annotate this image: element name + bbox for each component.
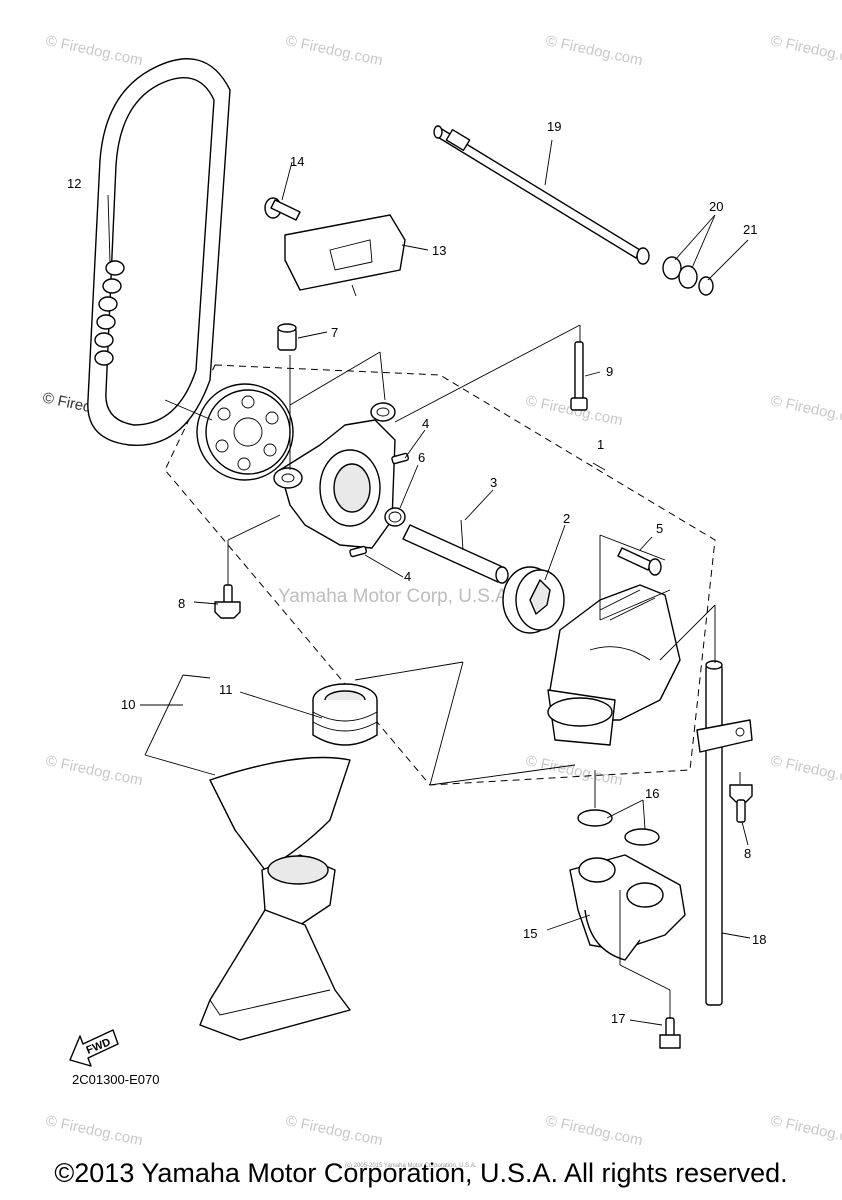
- watermark: © Firedog.com: [44, 752, 144, 789]
- watermark: © Firedog.com: [44, 32, 144, 69]
- callout-21: 21: [743, 222, 757, 237]
- dipstick-tube: [696, 660, 753, 1006]
- pump-cover: [273, 402, 396, 549]
- watermark: © Firedog.com: [769, 392, 842, 429]
- watermark: © Firedog.com: [769, 752, 842, 789]
- o-ring-6: [384, 507, 406, 527]
- callout-8: 8: [178, 596, 185, 611]
- pump-shaft: [402, 519, 509, 584]
- elbow-pipe: [569, 854, 686, 961]
- bolt-17: [659, 1017, 681, 1049]
- diagram-code: 2C01300-E070: [72, 1072, 160, 1087]
- watermark: © Firedog.com: [769, 32, 842, 69]
- callout-7: 7: [331, 325, 338, 340]
- callout-4: 4: [404, 569, 411, 584]
- callout-16: 16: [645, 786, 659, 801]
- seal-11: [312, 683, 378, 746]
- bolt-5: [617, 547, 662, 576]
- inline-watermark: Yamaha Motor Corp, U.S.A.: [278, 586, 513, 607]
- watermark: © Firedog.com: [284, 32, 384, 69]
- callout-11: 11: [219, 682, 233, 697]
- chain-guide: [284, 214, 406, 297]
- pump-housing: [547, 584, 681, 746]
- dowel-collar: [277, 323, 297, 351]
- callout-14: 14: [290, 154, 304, 169]
- callout-3: 3: [490, 475, 497, 490]
- small-print: (c) 2005-2015 Yamaha Motor Corporation, …: [345, 1163, 477, 1169]
- callout-13: 13: [432, 243, 446, 258]
- chain-links: [94, 260, 125, 366]
- callout-12: 12: [67, 176, 81, 191]
- pump-rotor: [502, 566, 565, 634]
- callout-5: 5: [656, 521, 663, 536]
- leader-lines: [107, 139, 751, 1026]
- fwd-arrow-icon: FWD: [69, 1029, 119, 1067]
- bolt-14: [264, 197, 301, 221]
- o-ring-21: [698, 276, 714, 296]
- o-ring-20b: [678, 265, 698, 289]
- bolt-9: [570, 341, 588, 411]
- pin-lower: [349, 545, 368, 558]
- watermark: © Firedog.com: [544, 1112, 644, 1149]
- callout-9: 9: [606, 364, 613, 379]
- watermark: © Firedog.com: [44, 1112, 144, 1149]
- bolt-8-left: [214, 584, 241, 619]
- watermark: © Firedog.com: [284, 1112, 384, 1149]
- o-ring-16b: [624, 828, 660, 846]
- callout-10: 10: [121, 697, 135, 712]
- callout-4: 4: [422, 416, 429, 431]
- oil-pipe: [199, 756, 351, 1041]
- callout-8: 8: [744, 846, 751, 861]
- o-ring-20a: [662, 256, 682, 280]
- callout-17: 17: [611, 1011, 625, 1026]
- callout-15: 15: [523, 926, 537, 941]
- callout-20: 20: [709, 199, 723, 214]
- bolt-8-right: [729, 784, 753, 823]
- callout-6: 6: [418, 450, 425, 465]
- copyright-notice: ©2013 Yamaha Motor Corporation, U.S.A. A…: [54, 1158, 788, 1188]
- watermark: © Firedog.com: [524, 752, 624, 789]
- watermark: © Firedog.com: [769, 1112, 842, 1149]
- watermark: © Firedog.com: [544, 32, 644, 69]
- callout-1: 1: [597, 437, 604, 452]
- o-ring-6-inner: [388, 511, 402, 523]
- pin-upper: [391, 452, 410, 465]
- o-ring-16a: [577, 809, 613, 827]
- callout-labels: 1 2 3 4 4 5 6 7 8 8 9 10 11 12 13 14 15 …: [67, 119, 766, 1026]
- drive-chain: [87, 58, 231, 446]
- pump-sprocket: [196, 383, 294, 481]
- callout-18: 18: [752, 932, 766, 947]
- callout-2: 2: [563, 511, 570, 526]
- callout-19: 19: [547, 119, 561, 134]
- strainer-rod: [433, 125, 650, 265]
